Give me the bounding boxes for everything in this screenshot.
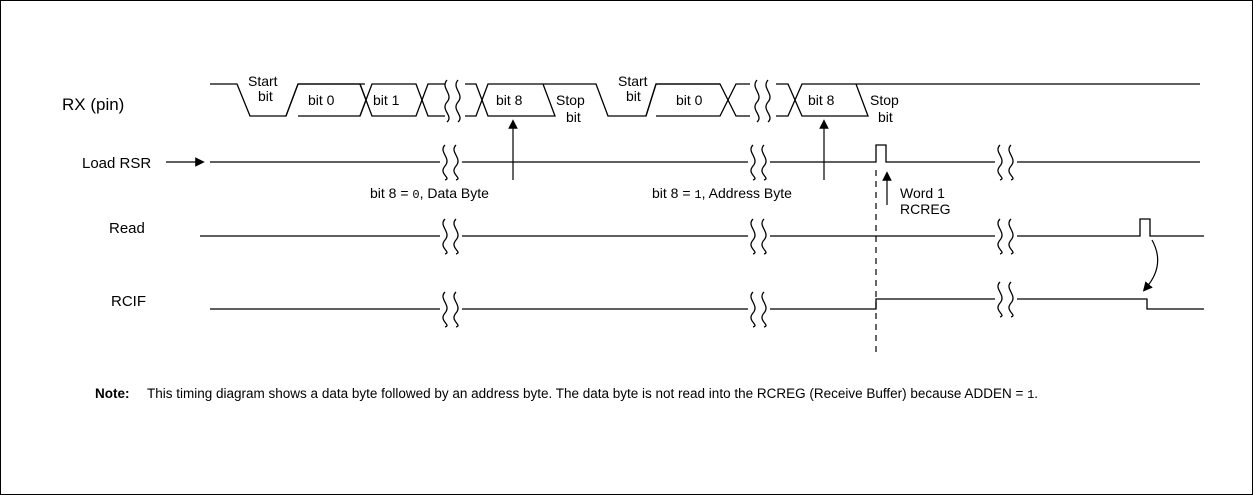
- rx-break-marks: [444, 79, 771, 123]
- note-label: Note:: [95, 386, 130, 401]
- stop-bit-1-top: Stop: [556, 92, 585, 108]
- load-rsr-waveform: [210, 144, 1200, 181]
- start-bit-2-bottom: bit: [626, 88, 641, 104]
- start-bit-2-top: Start: [618, 73, 648, 89]
- start-bit-1-bottom: bit: [258, 88, 273, 104]
- note-text: This timing diagram shows a data byte fo…: [147, 386, 1039, 402]
- read-waveform: [200, 218, 1204, 255]
- read-label: Read: [109, 220, 145, 237]
- read-clears-rcif-arrow: [1142, 239, 1159, 292]
- bit1-1-label: bit 1: [373, 92, 400, 108]
- stop-bit-2-top: Stop: [870, 92, 899, 108]
- data-byte-annotation: bit 8 = 0, Data Byte: [370, 185, 489, 202]
- rx-field-labels: Start bit bit 0 bit 1 bit 8 Stop bit Sta…: [248, 73, 899, 125]
- rcif-waveform: [210, 281, 1204, 328]
- start-bit-1-top: Start: [248, 73, 278, 89]
- stop-bit-2-bottom: bit: [878, 109, 893, 125]
- bit8-2-label: bit 8: [808, 92, 835, 108]
- stop-bit-1-bottom: bit: [566, 109, 581, 125]
- bit0-1-label: bit 0: [308, 92, 335, 108]
- bit0-2-label: bit 0: [676, 92, 703, 108]
- bit8-1-label: bit 8: [496, 92, 523, 108]
- rx-waveform: [210, 83, 1200, 117]
- rcreg-label: RCREG: [900, 201, 951, 217]
- rcif-label: RCIF: [111, 293, 146, 310]
- word1-label: Word 1: [900, 185, 945, 201]
- timing-diagram: RX (pin) Load RSR Read RCIF: [62, 73, 1204, 356]
- load-rsr-label: Load RSR: [82, 155, 151, 172]
- rx-pin-label: RX (pin): [62, 95, 124, 114]
- address-byte-annotation: bit 8 = 1, Address Byte: [652, 185, 792, 202]
